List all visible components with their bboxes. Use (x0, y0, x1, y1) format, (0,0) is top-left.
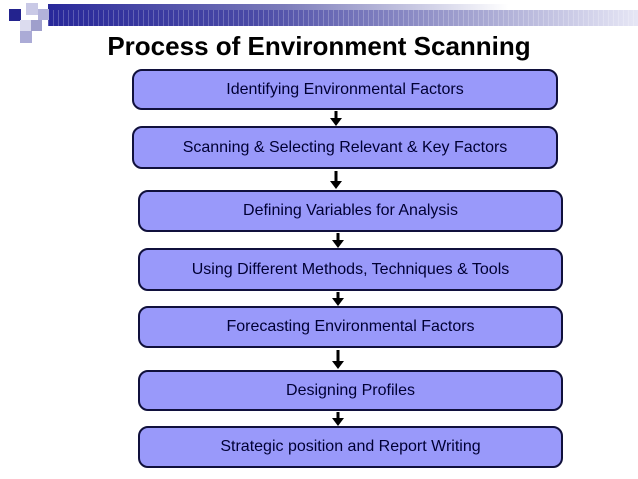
flow-step-4-label: Using Different Methods, Techniques & To… (191, 260, 510, 278)
down-arrow-icon (332, 292, 344, 306)
down-arrow-icon (332, 233, 344, 248)
flow-step-4: Using Different Methods, Techniques & To… (138, 248, 563, 291)
decor-square-medium (38, 9, 49, 20)
down-arrow-icon (330, 111, 342, 126)
arrow-stem (334, 171, 338, 182)
down-arrow-icon (330, 171, 342, 189)
arrow-stem (336, 350, 340, 362)
flow-step-3-label: Defining Variables for Analysis (243, 202, 458, 219)
flow-step-3: Defining Variables for Analysis (138, 190, 563, 232)
flow-step-1-label: Identifying Environmental Factors (226, 80, 464, 98)
arrow-head (330, 118, 342, 126)
flow-step-5: Forecasting Environmental Factors (138, 306, 563, 348)
down-arrow-icon (332, 412, 344, 426)
flow-step-2: Scanning & Selecting Relevant & Key Fact… (132, 126, 558, 169)
arrow-head (330, 181, 342, 189)
decor-square-medium (20, 31, 32, 43)
arrow-head (332, 298, 344, 306)
arrow-stem (334, 111, 338, 119)
decor-square-dark (9, 9, 21, 21)
decor-square-medium (31, 20, 42, 31)
decor-square-light (20, 20, 31, 31)
flow-step-7: Strategic position and Report Writing (138, 426, 563, 468)
banner-gradient-bar (48, 10, 638, 26)
flow-step-1: Identifying Environmental Factors (132, 69, 558, 110)
flow-step-2-label: Scanning & Selecting Relevant & Key Fact… (182, 138, 508, 156)
banner-thin-bar (48, 4, 638, 10)
arrow-stem (336, 233, 340, 241)
arrow-stem (336, 292, 340, 299)
arrow-stem (336, 412, 340, 419)
arrow-head (332, 361, 344, 369)
flow-step-6: Designing Profiles (138, 370, 563, 411)
down-arrow-icon (332, 350, 344, 369)
arrow-head (332, 418, 344, 426)
flow-step-7-label: Strategic position and Report Writing (220, 438, 481, 455)
flow-step-5-label: Forecasting Environmental Factors (226, 318, 475, 335)
arrow-head (332, 240, 344, 248)
flow-step-6-label: Designing Profiles (286, 381, 415, 399)
slide-title: Process of Environment Scanning (107, 31, 531, 61)
decor-square-light (26, 3, 38, 15)
